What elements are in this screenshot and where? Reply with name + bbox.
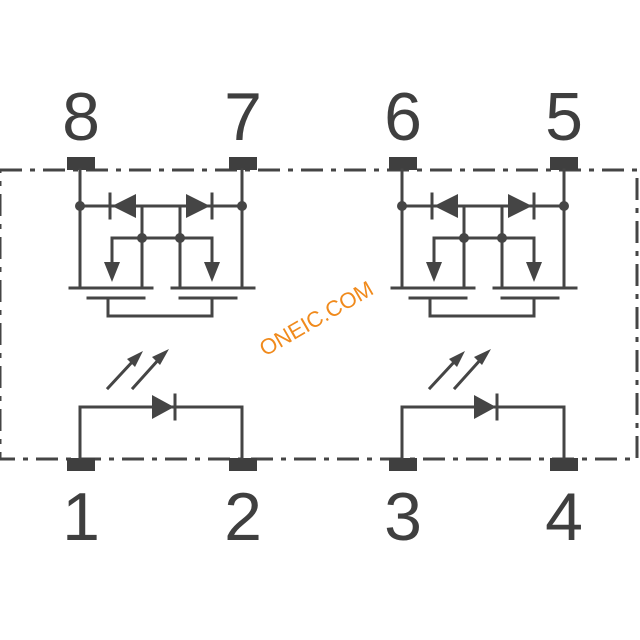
pin-pad-6: [389, 157, 417, 170]
light-arrow-icon: [130, 355, 163, 391]
light-arrow-icon: [105, 357, 137, 391]
pin-label-1: 1: [62, 479, 100, 555]
body-diode-icon: [186, 194, 210, 218]
pin-pad-7: [229, 157, 257, 170]
body-diode-icon: [434, 194, 458, 218]
pin-label-3: 3: [384, 479, 422, 555]
pin-pad-8: [67, 157, 95, 170]
led-diode-icon: [474, 395, 496, 419]
light-arrow-icon: [427, 357, 459, 391]
led-left: [78, 349, 244, 460]
pin-label-2: 2: [224, 479, 262, 555]
mosfet-block-left: [68, 168, 256, 318]
watermark: ONEIC.COM: [255, 276, 378, 361]
body-diode-icon: [508, 194, 532, 218]
channel-arrow-icon: [426, 262, 442, 282]
channel-arrow-icon: [526, 262, 542, 282]
pin-pad-3: [389, 458, 417, 471]
pin-pad-4: [550, 458, 578, 471]
pin-label-8: 8: [62, 79, 100, 155]
pin-label-5: 5: [545, 79, 583, 155]
pin-label-7: 7: [224, 79, 262, 155]
pin-pad-1: [67, 458, 95, 471]
led-right: [400, 349, 566, 460]
pin-pad-2: [229, 458, 257, 471]
body-diode-icon: [112, 194, 136, 218]
pin-label-6: 6: [384, 79, 422, 155]
pin-pad-5: [550, 157, 578, 170]
light-arrow-icon: [452, 355, 485, 391]
channel-arrow-icon: [204, 262, 220, 282]
channel-arrow-icon: [104, 262, 120, 282]
pin-label-4: 4: [545, 479, 583, 555]
mosfet-block-right: [390, 168, 578, 318]
led-diode-icon: [152, 395, 174, 419]
